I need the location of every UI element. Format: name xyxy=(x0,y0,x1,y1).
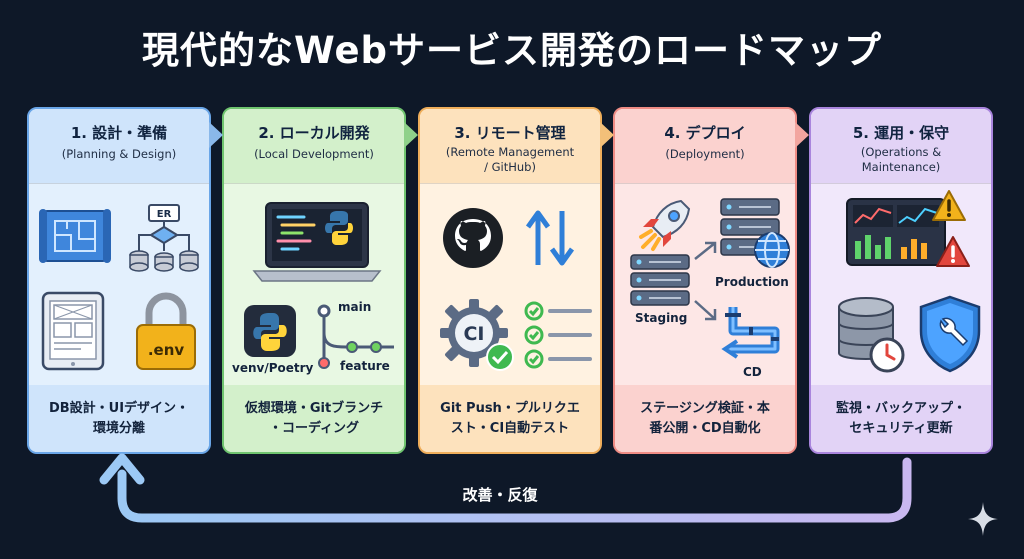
main-branch-label: main xyxy=(338,300,372,314)
stage-subtitle: (Operations & Maintenance) xyxy=(860,145,942,174)
warning-icon xyxy=(932,190,966,221)
stage-header: 1. 設計・準備 (Planning & Design) xyxy=(29,109,209,183)
ci-gear-icon: CI xyxy=(440,299,514,371)
database-clock-icon xyxy=(838,297,905,373)
python-icon xyxy=(244,305,296,357)
stage-subtitle: (Local Development) xyxy=(254,147,374,161)
stage-summary: DB設計・UIデザイン・ 環境分離 xyxy=(29,385,209,452)
git-branch-icon xyxy=(317,304,394,369)
stage-icons: CI xyxy=(420,183,600,385)
stage-icons xyxy=(811,183,991,385)
loop-label: 改善・反復 xyxy=(462,486,538,504)
stage-name: 3. リモート管理 xyxy=(454,124,566,142)
stage-summary: 監視・バックアップ・ セキュリティ更新 xyxy=(811,385,991,452)
staging-label: Staging xyxy=(635,311,688,325)
stage-planning-design: 1. 設計・準備 (Planning & Design) ER xyxy=(27,107,211,454)
flow-arrow-down-icon xyxy=(694,300,717,321)
globe-icon xyxy=(754,232,790,268)
staging-server-icon xyxy=(630,254,690,306)
rocket-icon xyxy=(639,199,691,251)
stage-header: 3. リモート管理 (Remote Management / GitHub) xyxy=(420,109,600,183)
dashboard-icon xyxy=(846,198,946,266)
stage-name: 2. ローカル開発 xyxy=(258,124,370,142)
wireframe-tablet-icon xyxy=(41,291,105,371)
env-lock-icon: .env xyxy=(136,292,196,370)
cd-label: CD xyxy=(743,365,762,379)
stage-header: 4. デプロイ (Deployment) xyxy=(615,109,795,183)
env-label: .env xyxy=(148,341,185,359)
pipeline-icon xyxy=(721,307,780,359)
shield-wrench-icon xyxy=(919,295,981,373)
stage-deployment: 4. デプロイ (Deployment) Production xyxy=(613,107,797,454)
laptop-code-icon xyxy=(252,202,382,282)
stage-summary: Git Push・プルリクエ スト・CI自動テスト xyxy=(420,385,600,452)
stage-remote-management: 3. リモート管理 (Remote Management / GitHub) xyxy=(418,107,602,454)
stage-icons: venv/Poetry main feature xyxy=(224,183,404,385)
stage-summary: ステージング検証・本 番公開・CD自動化 xyxy=(615,385,795,452)
alert-icon xyxy=(936,236,970,267)
flow-arrow-2 xyxy=(404,122,418,148)
stage-local-development: 2. ローカル開発 (Local Development) venv/Poetr… xyxy=(222,107,406,454)
venv-label: venv/Poetry xyxy=(232,361,314,375)
sparkle-icon xyxy=(968,502,998,536)
stage-operations-maintenance: 5. 運用・保守 (Operations & Maintenance) xyxy=(809,107,993,454)
stage-header: 5. 運用・保守 (Operations & Maintenance) xyxy=(811,109,991,183)
stage-name: 1. 設計・準備 xyxy=(70,124,168,142)
stage-name: 5. 運用・保守 xyxy=(852,124,950,142)
sync-arrows-icon xyxy=(525,210,575,266)
er-label: ER xyxy=(157,209,172,220)
stage-icons: Production Staging CD xyxy=(615,183,795,385)
production-label: Production xyxy=(715,275,789,289)
flow-arrow-icon xyxy=(694,241,717,260)
stage-subtitle: (Planning & Design) xyxy=(61,147,177,161)
page-title: 現代的なWebサービス開発のロードマップ xyxy=(141,29,883,72)
blueprint-icon xyxy=(39,209,111,263)
flow-arrow-4 xyxy=(795,122,809,148)
flow-arrow-3 xyxy=(600,122,614,148)
stage-subtitle: (Deployment) xyxy=(665,147,745,161)
checklist-icon xyxy=(524,301,592,369)
stage-summary: 仮想環境・Gitブランチ ・コーディング xyxy=(224,385,404,452)
feature-branch-label: feature xyxy=(340,359,390,373)
er-diagram-icon: ER xyxy=(129,204,199,272)
flow-arrow-1 xyxy=(209,122,223,148)
stage-header: 2. ローカル開発 (Local Development) xyxy=(224,109,404,183)
stage-name: 4. デプロイ xyxy=(664,124,746,142)
stage-subtitle: (Remote Management / GitHub) xyxy=(445,145,575,174)
github-icon xyxy=(443,208,503,268)
stage-icons: ER .env xyxy=(29,183,209,385)
ci-label: CI xyxy=(463,323,484,345)
